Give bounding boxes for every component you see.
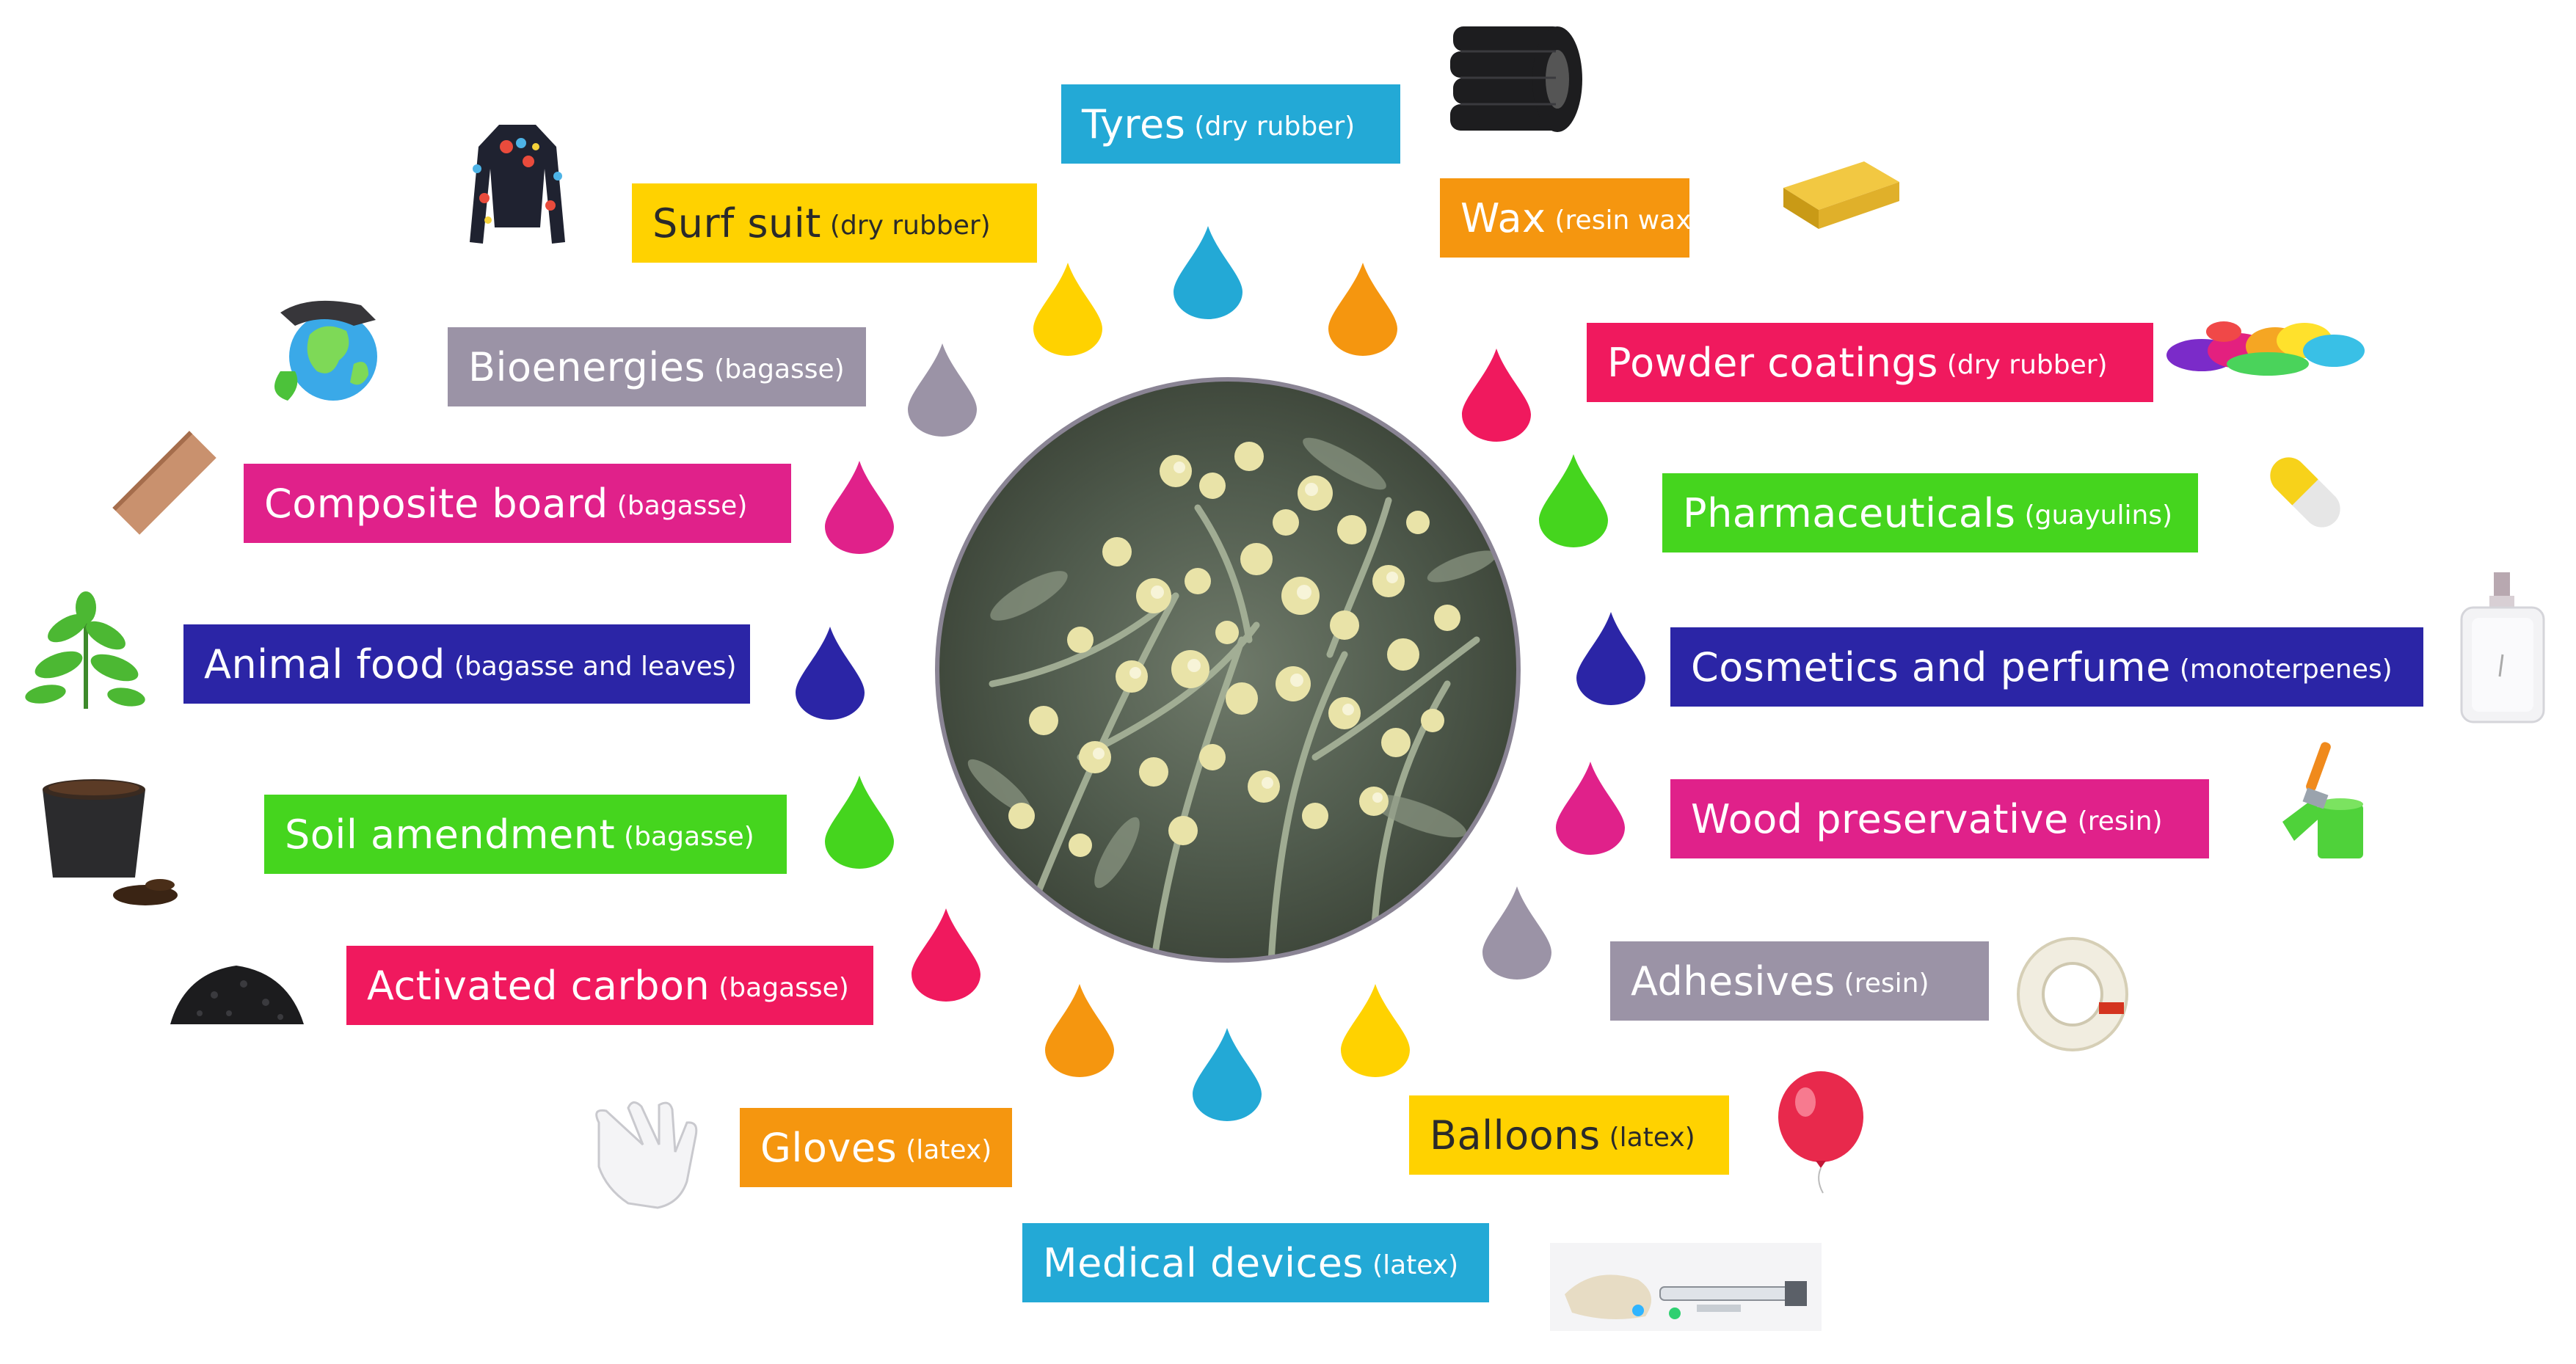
label-composite-board-main: Composite board	[264, 480, 608, 527]
drop-gray-right	[1482, 886, 1551, 980]
drop-navy-right	[1576, 612, 1645, 705]
drop-gray-left	[908, 343, 977, 437]
label-composite-board: Composite board (bagasse)	[244, 464, 791, 543]
label-soil-amendment-sub: (bagasse)	[624, 821, 754, 852]
label-soil-amendment-main: Soil amendment	[285, 811, 616, 858]
label-balloons-main: Balloons	[1430, 1112, 1601, 1159]
label-surf-suit: Surf suit (dry rubber)	[632, 183, 1037, 263]
label-gloves-main: Gloves	[760, 1124, 898, 1171]
label-pharmaceuticals-main: Pharmaceuticals	[1683, 489, 2016, 536]
activated-carbon-pile-icon	[170, 966, 304, 1024]
label-soil-amendment: Soil amendment (bagasse)	[264, 795, 787, 874]
composite-board-icon	[112, 431, 217, 535]
drop-navy-left	[796, 627, 865, 720]
label-adhesives: Adhesives (resin)	[1610, 941, 1989, 1021]
drop-orange-bottom-left	[1045, 984, 1114, 1077]
label-wood-preservative: Wood preservative (resin)	[1670, 779, 2209, 858]
balloon-icon	[1778, 1071, 1863, 1194]
label-bioenergies: Bioenergies (bagasse)	[448, 327, 866, 406]
drop-orange-top-right	[1328, 263, 1397, 356]
label-balloons-sub: (latex)	[1609, 1122, 1695, 1153]
drop-yellow-bottom-right	[1341, 984, 1410, 1077]
label-medical-devices: Medical devices (latex)	[1022, 1223, 1489, 1302]
label-powder-coatings-sub: (dry rubber)	[1946, 349, 2108, 380]
adhesive-tape-icon	[2017, 937, 2128, 1051]
globe-fuel-nozzle-icon	[274, 300, 377, 401]
label-pharmaceuticals: Pharmaceuticals (guayulins)	[1662, 473, 2198, 552]
label-animal-food-sub: (bagasse and leaves)	[454, 651, 737, 682]
label-surf-suit-main: Surf suit	[652, 200, 821, 247]
label-adhesives-sub: (resin)	[1844, 968, 1929, 999]
label-wax-sub: (resin wax)	[1554, 205, 1702, 236]
label-animal-food-main: Animal food	[204, 641, 445, 688]
drop-green-right	[1539, 454, 1608, 547]
label-tyres-main: Tyres	[1082, 101, 1186, 147]
paintbrush-can-icon	[2282, 742, 2363, 858]
tyres-icon	[1450, 26, 1582, 132]
drop-magenta-right	[1556, 762, 1625, 855]
label-surf-suit-sub: (dry rubber)	[829, 210, 991, 241]
perfume-bottle-icon	[2460, 572, 2545, 723]
soil-pot-icon	[43, 779, 178, 905]
plant-leaves-icon	[25, 591, 145, 709]
guayule-plant-photo	[935, 377, 1521, 963]
pill-capsule-icon	[2270, 457, 2340, 528]
medical-devices-icon	[1550, 1243, 1822, 1331]
label-gloves-sub: (latex)	[906, 1134, 992, 1165]
drop-pink-right	[1462, 349, 1531, 442]
label-wood-preservative-sub: (resin)	[2077, 806, 2163, 836]
drop-cyan-top	[1174, 226, 1242, 319]
label-pharmaceuticals-sub: (guayulins)	[2024, 500, 2173, 530]
drop-magenta-left	[825, 461, 894, 554]
drop-pink-left	[912, 908, 980, 1002]
drop-yellow-top-left	[1033, 263, 1102, 356]
label-tyres-sub: (dry rubber)	[1194, 111, 1356, 142]
latex-glove-icon	[595, 1101, 698, 1209]
label-adhesives-main: Adhesives	[1631, 958, 1835, 1004]
label-activated-carbon: Activated carbon (bagasse)	[346, 946, 873, 1025]
label-animal-food: Animal food (bagasse and leaves)	[183, 624, 750, 704]
surf-suit-icon	[470, 125, 565, 244]
label-wax: Wax (resin wax)	[1440, 178, 1702, 258]
label-tyres: Tyres (dry rubber)	[1061, 84, 1400, 164]
label-activated-carbon-sub: (bagasse)	[718, 972, 849, 1003]
label-wax-main: Wax	[1460, 194, 1546, 241]
label-powder-coatings-main: Powder coatings	[1607, 339, 1938, 386]
label-medical-devices-main: Medical devices	[1043, 1239, 1364, 1286]
label-gloves: Gloves (latex)	[740, 1108, 1012, 1187]
label-cosmetics-perfume-main: Cosmetics and perfume	[1691, 643, 2171, 690]
label-cosmetics-perfume: Cosmetics and perfume (monoterpenes)	[1670, 627, 2423, 707]
label-powder-coatings: Powder coatings (dry rubber)	[1587, 323, 2153, 402]
label-composite-board-sub: (bagasse)	[616, 490, 748, 521]
label-balloons: Balloons (latex)	[1409, 1095, 1729, 1175]
drop-green-left	[825, 776, 894, 869]
label-bioenergies-main: Bioenergies	[468, 343, 706, 390]
label-wood-preservative-main: Wood preservative	[1691, 795, 2069, 842]
colored-powder-icon	[2166, 321, 2365, 376]
label-activated-carbon-main: Activated carbon	[367, 962, 710, 1009]
wax-block-icon	[1783, 161, 1899, 229]
label-bioenergies-sub: (bagasse)	[714, 354, 845, 384]
label-medical-devices-sub: (latex)	[1372, 1250, 1459, 1280]
drop-cyan-bottom	[1193, 1028, 1262, 1121]
label-cosmetics-perfume-sub: (monoterpenes)	[2179, 654, 2393, 685]
